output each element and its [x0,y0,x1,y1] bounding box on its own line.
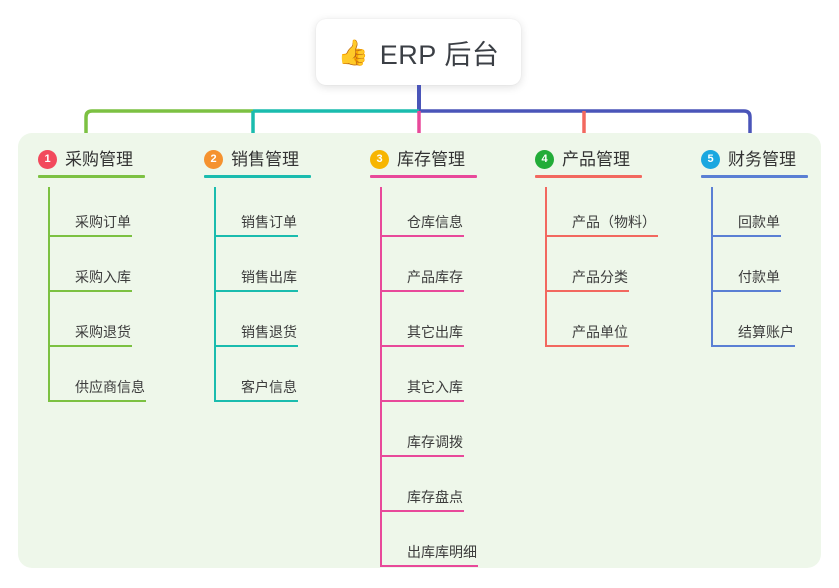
column-underline [38,175,145,178]
list-item-label: 仓库信息 [407,214,463,230]
list-item-label: 产品（物料） [572,214,656,230]
list-item-underline [380,290,464,292]
root-node-erp-backend[interactable]: 👍 ERP 后台 [316,19,521,85]
column-number-badge: 1 [38,150,57,169]
list-item-underline [380,400,464,402]
column-title: 财务管理 [728,150,796,169]
root-node-title: ERP 后台 [379,39,500,70]
list-item-underline [214,400,298,402]
column-title: 产品管理 [562,150,630,169]
column-underline [535,175,642,178]
list-item-underline [48,400,146,402]
diagram-panel: 1 采购管理采购订单采购入库采购退货供应商信息 2 销售管理销售订单销售出库销售退货客… [18,133,821,568]
list-item-underline [545,235,658,237]
column-number-badge: 4 [535,150,554,169]
list-item-label: 采购退货 [75,324,131,340]
list-item-label: 产品库存 [407,269,463,285]
list-item-label: 出库库明细 [407,544,477,560]
list-item-underline [380,235,464,237]
list-item-underline [214,290,298,292]
list-item-underline [545,345,629,347]
list-item-underline [48,345,132,347]
list-item-label: 回款单 [738,214,780,230]
list-item-underline [214,235,298,237]
list-item-underline [48,290,132,292]
column-number-badge: 5 [701,150,720,169]
list-item-underline [48,235,132,237]
list-item-label: 结算账户 [738,324,794,340]
list-item-label: 其它出库 [407,324,463,340]
list-item-label: 采购订单 [75,214,131,230]
list-item-underline [545,290,629,292]
thumbs-up-icon: 👍 [337,38,369,67]
list-item-label: 付款单 [738,269,780,285]
column-title: 库存管理 [397,150,465,169]
column-underline [701,175,808,178]
list-item-underline [380,455,464,457]
column-underline [204,175,311,178]
column-number-badge: 2 [204,150,223,169]
column-spine [48,187,50,400]
list-item-label: 销售退货 [241,324,297,340]
column-title: 销售管理 [231,150,299,169]
list-item-label: 其它入库 [407,379,463,395]
column-spine [214,187,216,400]
list-item-underline [711,290,781,292]
column-spine [711,187,713,345]
list-item-label: 供应商信息 [75,379,145,395]
list-item-label: 产品单位 [572,324,628,340]
list-item-label: 客户信息 [241,379,297,395]
list-item-underline [380,565,478,567]
list-item-underline [711,235,781,237]
list-item-label: 库存调拨 [407,434,463,450]
root-node-content: 👍 ERP 后台 [338,33,500,72]
list-item-underline [711,345,795,347]
list-item-label: 销售订单 [241,214,297,230]
list-item-underline [214,345,298,347]
column-title: 采购管理 [65,150,133,169]
column-spine [380,187,382,565]
list-item-label: 库存盘点 [407,489,463,505]
column-number-badge: 3 [370,150,389,169]
list-item-underline [380,510,464,512]
list-item-underline [380,345,464,347]
column-underline [370,175,477,178]
column-spine [545,187,547,345]
list-item-label: 采购入库 [75,269,131,285]
list-item-label: 销售出库 [241,269,297,285]
list-item-label: 产品分类 [572,269,628,285]
